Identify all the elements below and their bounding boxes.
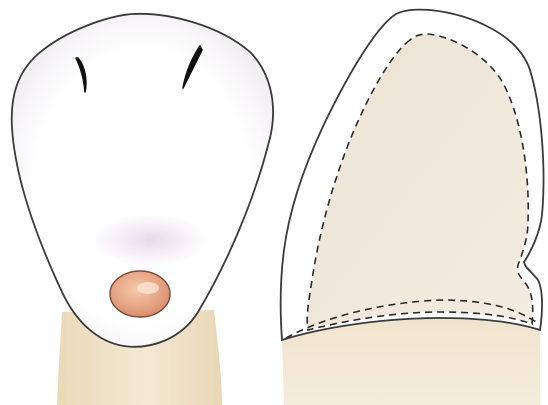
cervical-spot-shape [110,271,170,317]
crown-shade [92,214,208,266]
root-stump-shape [282,318,540,405]
cervical-spot-highlight [137,282,159,294]
